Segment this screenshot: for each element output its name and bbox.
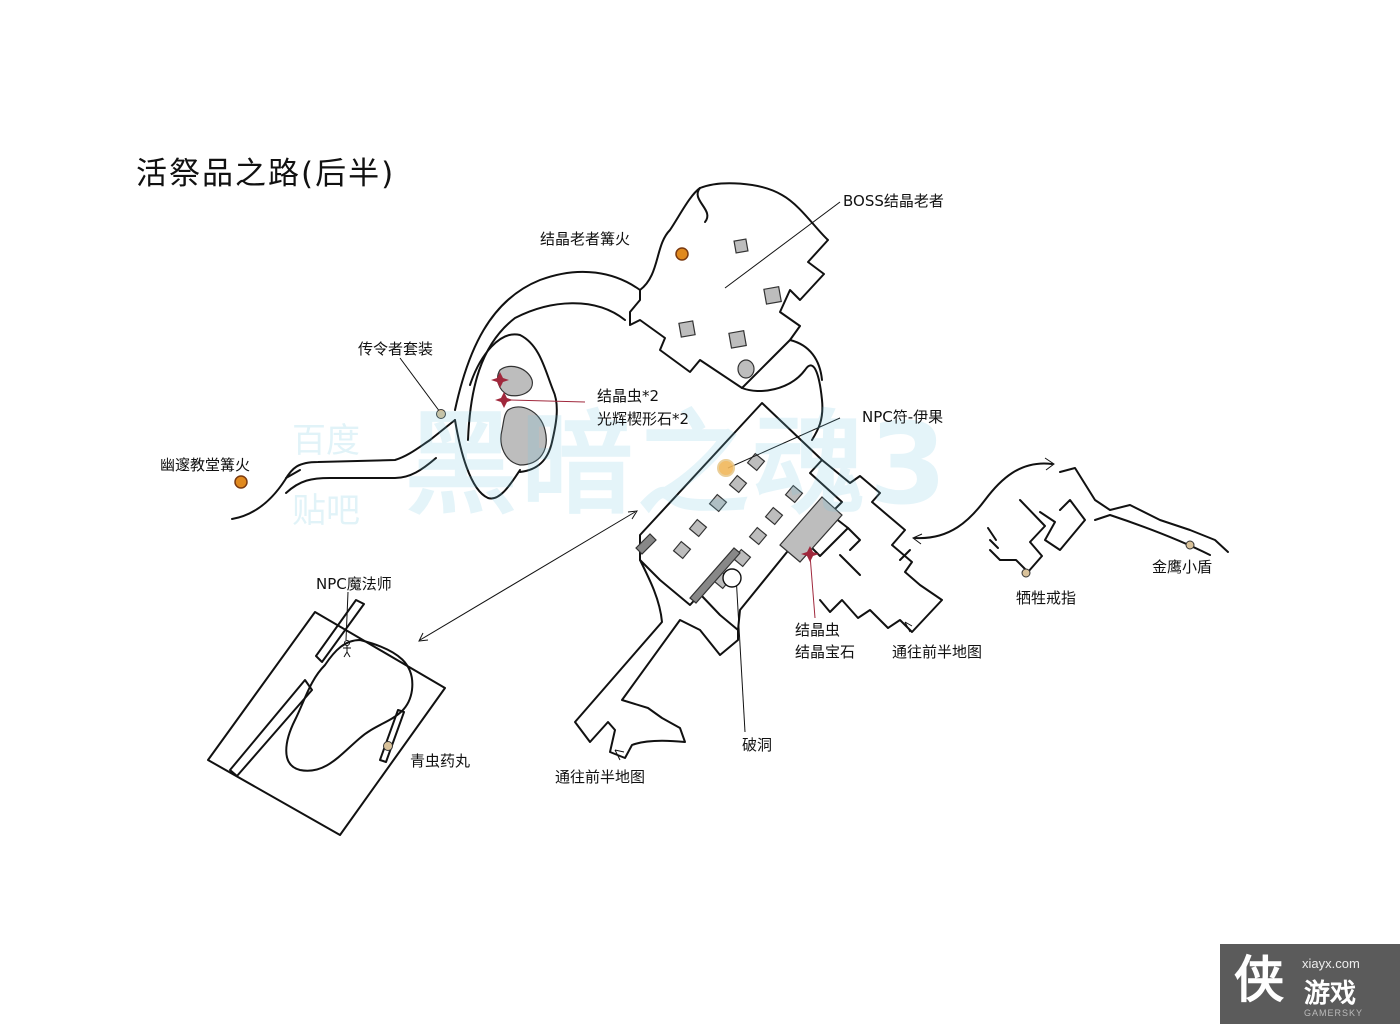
lizard-icon (495, 392, 513, 408)
chapel-corridor (231, 419, 456, 520)
chapel-corridor-lower (285, 457, 437, 494)
label-crystal-gem: 结晶宝石 (795, 643, 856, 661)
connector-arrow (418, 457, 1055, 761)
sorcerer-room (207, 611, 446, 836)
item-markers (383, 409, 1195, 751)
npc-sorcerer-icon (343, 640, 351, 658)
lizard-icon (491, 372, 509, 388)
curved-path-inner (467, 302, 626, 441)
label-herald-set: 传令者套装 (358, 340, 434, 358)
label-shining-stone: 光辉楔形石*2 (597, 410, 690, 428)
label-npc-yuria: NPC符-伊果 (862, 408, 944, 426)
bonfire-chapel-icon (234, 475, 248, 489)
site-logo: 侠 xiayx.com 游戏 GAMERSKY (1220, 944, 1400, 1024)
connector-right (914, 462, 1053, 540)
label-bonfire-crystal: 结晶老者篝火 (540, 230, 631, 248)
boss-building (629, 182, 829, 389)
sacrifice-ring-icon (1021, 568, 1031, 578)
watermark-tieba-bottom: 贴吧 (292, 491, 360, 531)
label-crystal-lizards: 结晶虫*2 (597, 387, 660, 405)
rock-large (500, 406, 547, 466)
label-hole: 破洞 (742, 736, 773, 754)
label-npc-sorcerer: NPC魔法师 (316, 575, 392, 593)
bonfire-crystal-icon (675, 247, 689, 261)
golden-shield-icon (1185, 540, 1195, 550)
lower-wing (574, 559, 739, 759)
sorcerer-pool (285, 639, 414, 772)
hole-marker (722, 568, 742, 588)
watermark-title: 黑暗之魂3 (405, 400, 951, 530)
pillars (497, 238, 843, 604)
map-title: 活祭品之路(后半) (136, 156, 396, 192)
watermark-tieba-top: 百度 (292, 421, 360, 461)
curved-path-outer (454, 270, 641, 411)
lizard-icon (801, 546, 819, 562)
label-to-first-half-left: 通往前半地图 (555, 768, 646, 786)
logo-glyph: 侠 (1234, 950, 1284, 1009)
label-golden-shield: 金鹰小盾 (1152, 558, 1213, 576)
logo-url: xiayx.com (1302, 956, 1360, 971)
lizard-markers (491, 372, 819, 562)
label-boss: BOSS结晶老者 (843, 192, 944, 210)
green-blossom-icon (383, 741, 393, 751)
right-wing (1059, 467, 1229, 553)
npc-yuria-icon (717, 459, 735, 477)
label-green-blossom: 青虫药丸 (410, 752, 471, 770)
logo-name: 游戏 (1304, 979, 1357, 1009)
label-crystal-lizard: 结晶虫 (795, 621, 841, 639)
label-to-first-half-right: 通往前半地图 (892, 643, 983, 661)
herald-set-icon (436, 409, 446, 419)
bonfire-markers (234, 247, 735, 489)
label-sacrifice-ring: 牺牲戒指 (1016, 589, 1077, 607)
label-bonfire-chapel: 幽邃教堂篝火 (160, 456, 251, 474)
logo-sub: GAMERSKY (1304, 1008, 1364, 1018)
